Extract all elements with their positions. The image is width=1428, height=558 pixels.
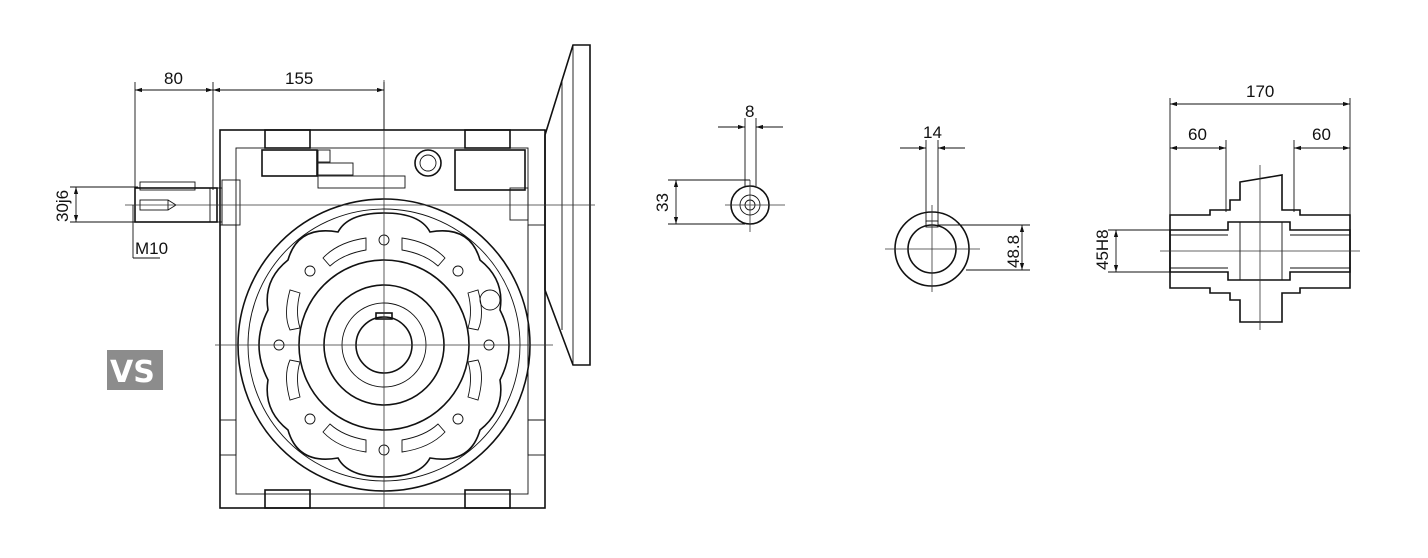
dim-total-length: 170	[1246, 82, 1274, 101]
dim-center-distance: 155	[285, 69, 313, 88]
gearbox-main-view: 80 155 30j6 M10	[53, 44, 595, 509]
dim-key-width-hollow: 14	[923, 123, 942, 142]
small-shaft-key-detail: 8 33	[653, 102, 785, 232]
thread-label: M10	[135, 239, 168, 258]
dim-left-length: 60	[1188, 125, 1207, 144]
badge-label: VS	[110, 355, 155, 390]
dim-right-length: 60	[1312, 125, 1331, 144]
dim-height-small: 33	[653, 193, 672, 212]
hollow-shaft-section-view: 170 60 60 45H8	[1093, 82, 1360, 330]
dim-shaft-length: 80	[164, 69, 183, 88]
dim-bore-fit: 45H8	[1093, 229, 1112, 270]
vs-badge: VS	[107, 350, 163, 390]
hollow-shaft-key-detail: 14 48.8	[885, 123, 1030, 292]
dim-shaft-fit: 30j6	[53, 190, 72, 222]
dim-key-width-small: 8	[745, 102, 754, 121]
dim-height-hollow: 48.8	[1004, 235, 1023, 268]
